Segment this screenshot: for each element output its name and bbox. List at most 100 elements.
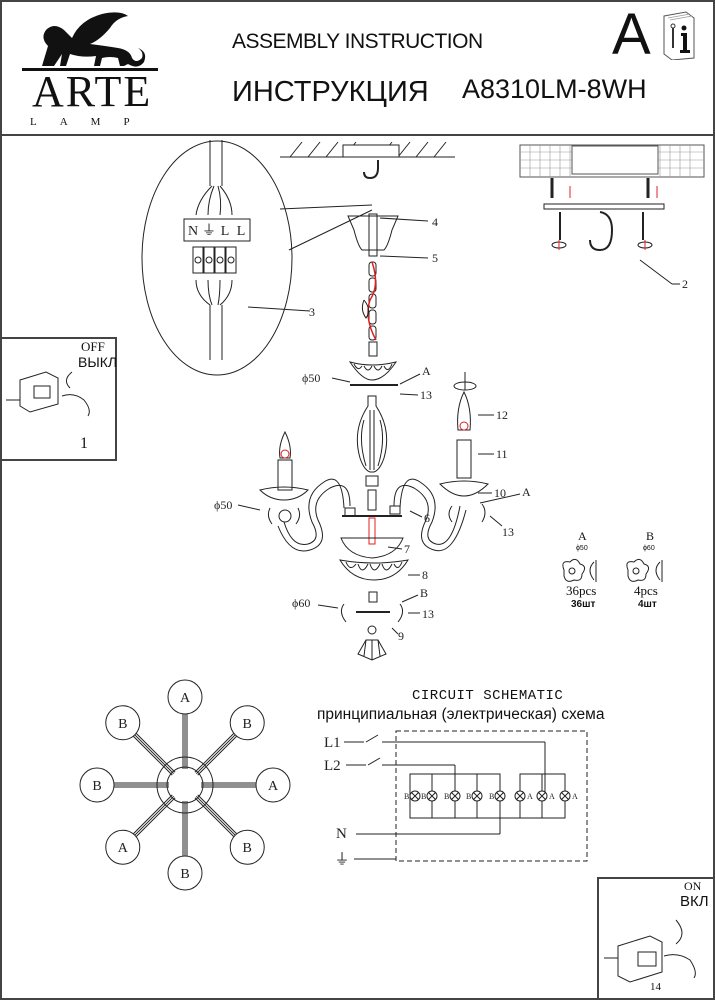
lamp-symbol: B: [421, 790, 438, 802]
input-l2: L2: [324, 758, 341, 774]
brand-name: ARTE: [32, 67, 153, 116]
callout-b: B: [420, 586, 428, 600]
terminal-l2: L: [237, 224, 246, 239]
crystal-pendant: [357, 639, 387, 661]
lamp-symbol: B: [404, 790, 421, 802]
arm-position-circle: [105, 705, 141, 741]
part-b-qty-ru: 4шт: [638, 599, 657, 610]
right-candle-cup: [439, 480, 489, 497]
arte-lamp-logo: ARTE LAMP: [20, 8, 160, 128]
input-earth: ⏚: [334, 851, 349, 868]
ceiling-hatch: [280, 141, 455, 158]
lamp-symbol: B: [466, 790, 483, 802]
manual-book-icon: [663, 11, 695, 60]
callout-12: 12: [496, 408, 508, 422]
arm-position-label: A: [180, 691, 191, 706]
crown-cup-bottom: [339, 559, 409, 581]
arm-spoke: [134, 734, 175, 775]
arm-position-label: A: [118, 841, 129, 856]
part-a-letter: A: [578, 529, 587, 543]
callout-phi60: ϕ60: [292, 596, 310, 610]
arm-position-circle: [229, 705, 265, 741]
callout-10: 10: [494, 486, 506, 500]
input-n: N: [336, 826, 347, 842]
arm-spoke: [195, 795, 236, 836]
arm-position-label: B: [243, 841, 252, 856]
callout-phi50-left: ϕ50: [214, 498, 232, 512]
lamp-label: A: [572, 792, 578, 801]
arm-spoke: [197, 735, 237, 776]
red-wire: [367, 261, 377, 341]
step-1-number: 1: [80, 435, 88, 452]
callout-3: 3: [309, 305, 315, 319]
canopy: [347, 215, 399, 251]
terminal-n: N: [188, 224, 198, 239]
terminal-connectors: [192, 246, 237, 274]
arm-position-label: B: [92, 779, 101, 794]
left-candle-sleeve: [277, 459, 293, 491]
callout-2: 2: [682, 277, 688, 291]
callout-7: 7: [404, 542, 410, 556]
central-stem: [356, 395, 388, 473]
callout-9: 9: [398, 629, 404, 643]
switch-on-label-ru: ВКЛ: [680, 893, 709, 910]
lamp-symbol: A: [514, 790, 533, 802]
schematic-title-ru: принципиальная (электрическая) схема: [317, 706, 605, 723]
lamp-label: B: [466, 792, 471, 801]
lamp-symbol: B: [489, 790, 506, 802]
arm-position-label: A: [268, 779, 279, 794]
terminal-block: [183, 218, 251, 242]
switch-off-illustration: [6, 371, 90, 417]
wiring-detail-ellipse: [141, 140, 293, 376]
input-l1: L1: [324, 735, 341, 751]
switch-on-illustration: [604, 919, 696, 983]
arm-spoke: [194, 797, 235, 837]
arm-position-label: B: [243, 717, 252, 732]
callout-4: 4: [432, 215, 438, 229]
crystal-a-icon: [562, 558, 586, 582]
title-english: ASSEMBLY INSTRUCTION: [232, 30, 483, 53]
switch-off-label-ru: ВЫКЛ: [78, 354, 118, 370]
arm-spoke: [134, 795, 175, 836]
part-b-qty: 4pcs: [634, 583, 658, 598]
arm-spoke: [135, 733, 176, 773]
model-number: A8310LM-8WH: [462, 74, 647, 104]
arm-spoke: [194, 733, 235, 773]
terminal-earth: ⏚: [202, 223, 216, 239]
lamp-label: A: [549, 792, 555, 801]
callout-11: 11: [496, 447, 508, 461]
callout-13-right: 13: [502, 525, 514, 539]
lamp-label: B: [444, 792, 449, 801]
part-b-diameter: ϕ60: [643, 545, 655, 552]
arm-spoke: [135, 797, 176, 837]
arm-position-label: B: [180, 867, 189, 882]
crystal-parts-icons: [562, 558, 663, 582]
part-a-qty: 36pcs: [566, 583, 597, 598]
callout-6: 6: [424, 511, 430, 525]
callout-phi50-top: ϕ50: [302, 371, 320, 385]
arm-position-label: B: [118, 717, 127, 732]
right-candle-sleeve: [456, 439, 472, 479]
callout-8: 8: [422, 568, 428, 582]
part-a-diameter: ϕ50: [576, 545, 588, 552]
left-candle-cup: [259, 486, 309, 501]
part-a-qty-ru: 36шт: [571, 599, 596, 610]
callout-a-top: A: [422, 364, 431, 378]
callout-13-bottom: 13: [422, 607, 434, 621]
crown-cup-top: [348, 361, 398, 381]
callout-a-right: A: [522, 485, 531, 499]
step-14-number: 14: [650, 981, 661, 993]
lamp-label: B: [421, 792, 426, 801]
winged-lion-icon: [22, 12, 158, 71]
arm-position-circle: [167, 855, 203, 891]
arm-spoke: [195, 734, 236, 775]
schematic-title-en: CIRCUIT SCHEMATIC: [412, 688, 564, 704]
arm-spoke: [197, 794, 237, 835]
crystal-b-icon: [626, 558, 650, 582]
part-b-letter: B: [646, 529, 655, 543]
lamp-label: A: [527, 792, 533, 801]
callout-13-top: 13: [420, 388, 432, 402]
